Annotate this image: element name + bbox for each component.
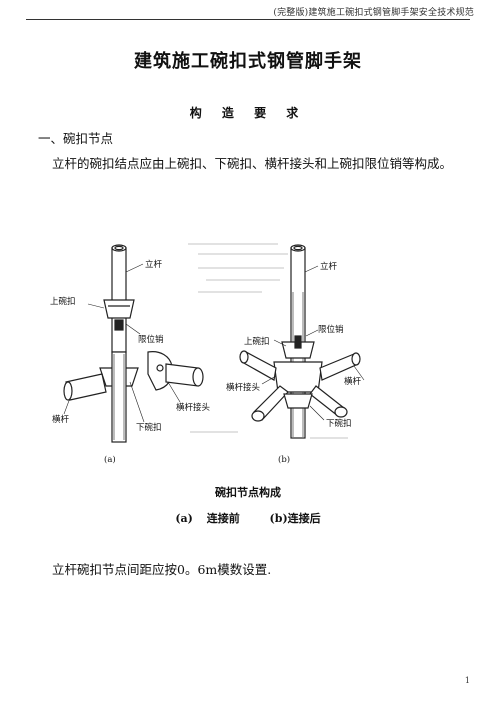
label-a-limit-pin: 限位销 [138,334,164,345]
bowl-buckle-node-figure: 立杆 上碗扣 限位销 横杆 横杆接头 下碗扣 (a) 立杆 限位销 [50,243,365,465]
figure-subcaptions: (a) 连接前 (b)连接后 [0,510,496,526]
panel-b-tag: (b) [278,454,290,465]
figure-watermark [188,243,348,439]
label-a-upper-bowl: 上碗扣 [50,296,76,307]
header-divider [26,19,470,20]
label-b-upper-bowl: 上碗扣 [244,336,270,347]
label-b-ledger-joint: 横杆接头 [226,382,261,393]
running-header: (完整版)建筑施工碗扣式钢管脚手架安全技术规范 [273,8,474,18]
label-a-lower-bowl: 下碗扣 [136,422,162,433]
label-a-pole: 立杆 [145,259,163,270]
body-paragraph-2: 立杆碗扣节点间距应按0。6m模数设置. [52,562,272,577]
label-a-ledger: 横杆 [52,414,70,425]
document-title: 建筑施工碗扣式钢管脚手架 [134,51,362,72]
subcaption-b: (b)连接后 [269,512,321,525]
panel-a-tag: (a) [104,454,116,465]
section-heading: 一、碗扣节点 [38,131,114,146]
subcaption-a: (a) 连接前 [175,512,240,525]
label-b-ledger: 横杆 [344,376,362,387]
label-b-limit-pin: 限位销 [318,324,344,335]
page-number: 1 [464,676,470,685]
label-b-lower-bowl: 下碗扣 [326,418,352,429]
body-paragraph-1: 立杆的碗扣结点应由上碗扣、下碗扣、横杆接头和上碗扣限位销等构成。 [52,156,453,171]
figure-caption: 碗扣节点构成 [215,486,281,499]
panel-a-drawing [63,244,204,443]
panel-b-leaders [261,265,365,421]
label-a-ledger-joint: 横杆接头 [176,402,211,413]
panel-b-drawing [239,244,361,439]
panel-a-leaders [63,263,181,423]
section-subtitle: 构 造 要 求 [189,106,307,120]
label-b-pole: 立杆 [320,261,338,272]
